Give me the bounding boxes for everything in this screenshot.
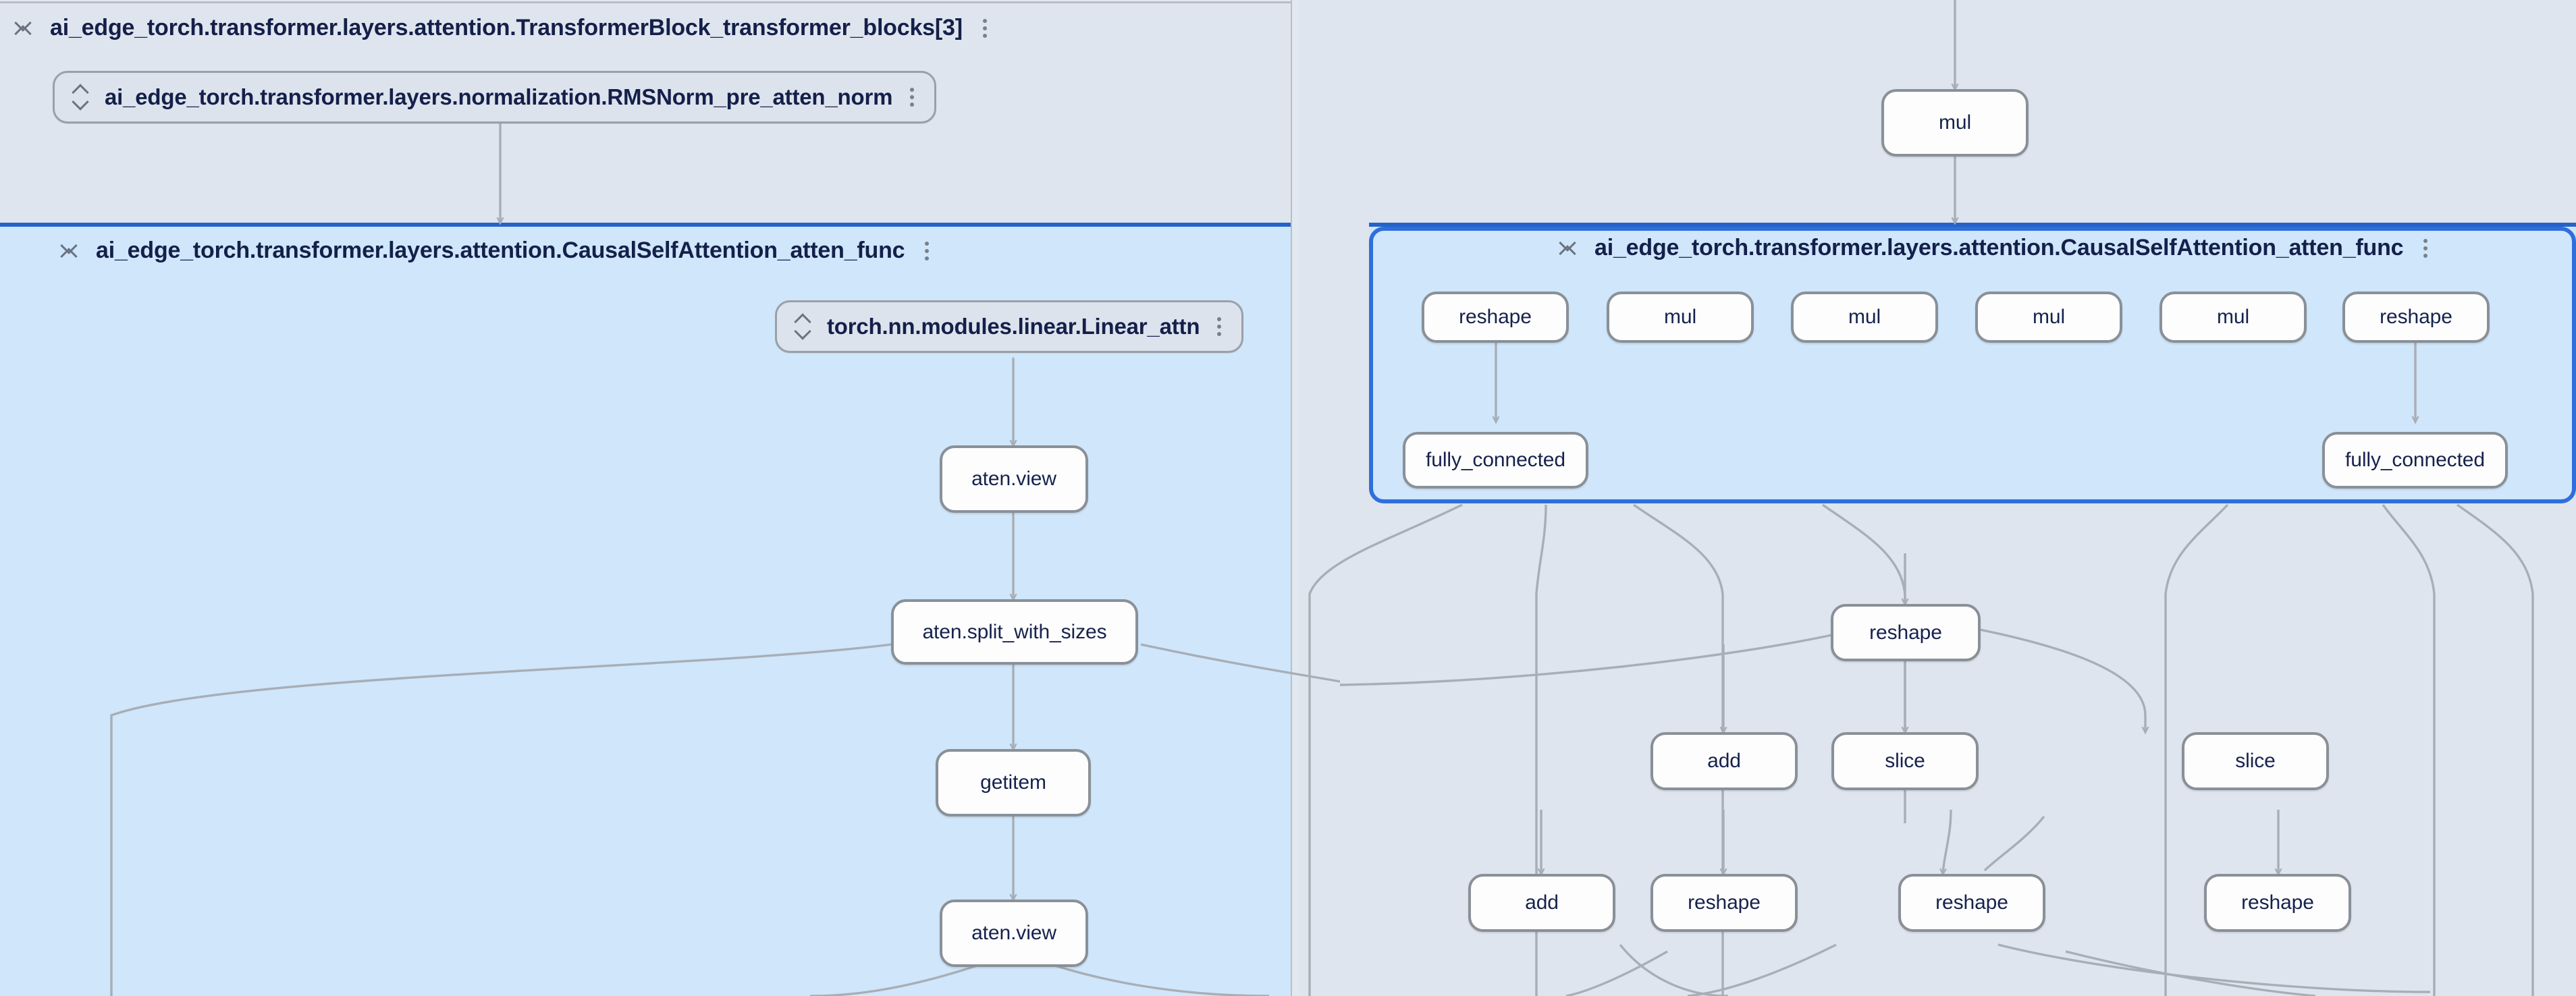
left-selected-group-header[interactable]: ai_edge_torch.transformer.layers.attenti…: [60, 236, 932, 265]
op-node-mul-top[interactable]: mul: [1881, 89, 2029, 157]
module-pill-linear-attn[interactable]: torch.nn.modules.linear.Linear_attn: [775, 300, 1244, 353]
collapse-chevrons-icon[interactable]: [14, 13, 32, 43]
op-node-mul-1[interactable]: mul: [1607, 292, 1754, 343]
module-pill-linear-attn-label: torch.nn.modules.linear.Linear_attn: [827, 314, 1200, 339]
module-pill-rmsnorm[interactable]: ai_edge_torch.transformer.layers.normali…: [53, 71, 937, 123]
op-node-reshape-b[interactable]: reshape: [2342, 292, 2490, 343]
module-pill-rmsnorm-label: ai_edge_torch.transformer.layers.normali…: [105, 84, 893, 109]
op-node-mul-3[interactable]: mul: [1975, 292, 2122, 343]
op-node-getitem[interactable]: getitem: [936, 749, 1091, 817]
left-group-title: ai_edge_torch.transformer.layers.attenti…: [50, 15, 963, 40]
more-vert-icon[interactable]: [980, 17, 990, 40]
op-node-add-2[interactable]: add: [1468, 874, 1615, 932]
op-node-reshape-a[interactable]: reshape: [1422, 292, 1569, 343]
op-node-fully-connected-1[interactable]: fully_connected: [1403, 432, 1588, 489]
op-node-aten-view-1[interactable]: aten.view: [940, 445, 1088, 513]
op-node-reshape-e[interactable]: reshape: [1898, 874, 2045, 932]
op-node-aten-view-2[interactable]: aten.view: [940, 900, 1088, 967]
left-selected-group-title: ai_edge_torch.transformer.layers.attenti…: [96, 238, 905, 263]
expand-chevrons-icon[interactable]: [72, 84, 90, 111]
op-node-aten-split-with-sizes[interactable]: aten.split_with_sizes: [891, 599, 1138, 665]
right-selected-group-header[interactable]: ai_edge_torch.transformer.layers.attenti…: [1559, 233, 2430, 262]
op-node-slice-2[interactable]: slice: [2182, 732, 2329, 790]
more-vert-icon[interactable]: [907, 86, 917, 109]
expand-chevrons-icon[interactable]: [794, 313, 812, 340]
op-node-mul-4[interactable]: mul: [2159, 292, 2307, 343]
op-node-reshape-c[interactable]: reshape: [1831, 604, 1981, 661]
collapse-chevrons-icon[interactable]: [60, 236, 78, 265]
more-vert-icon[interactable]: [922, 240, 932, 262]
more-vert-icon[interactable]: [1214, 315, 1224, 338]
op-node-add-1[interactable]: add: [1651, 732, 1798, 790]
collapse-chevrons-icon[interactable]: [1559, 233, 1577, 262]
more-vert-icon[interactable]: [2421, 237, 2430, 260]
right-selected-group-title: ai_edge_torch.transformer.layers.attenti…: [1594, 235, 2404, 260]
op-node-mul-2[interactable]: mul: [1791, 292, 1938, 343]
op-node-slice-1[interactable]: slice: [1831, 732, 1979, 790]
op-node-reshape-f[interactable]: reshape: [2204, 874, 2351, 932]
op-node-fully-connected-2[interactable]: fully_connected: [2322, 432, 2508, 489]
left-group-header[interactable]: ai_edge_torch.transformer.layers.attenti…: [14, 13, 990, 43]
panel-divider: [1291, 0, 1292, 996]
panel-top-rule: [0, 1, 1291, 3]
op-node-reshape-d[interactable]: reshape: [1651, 874, 1798, 932]
